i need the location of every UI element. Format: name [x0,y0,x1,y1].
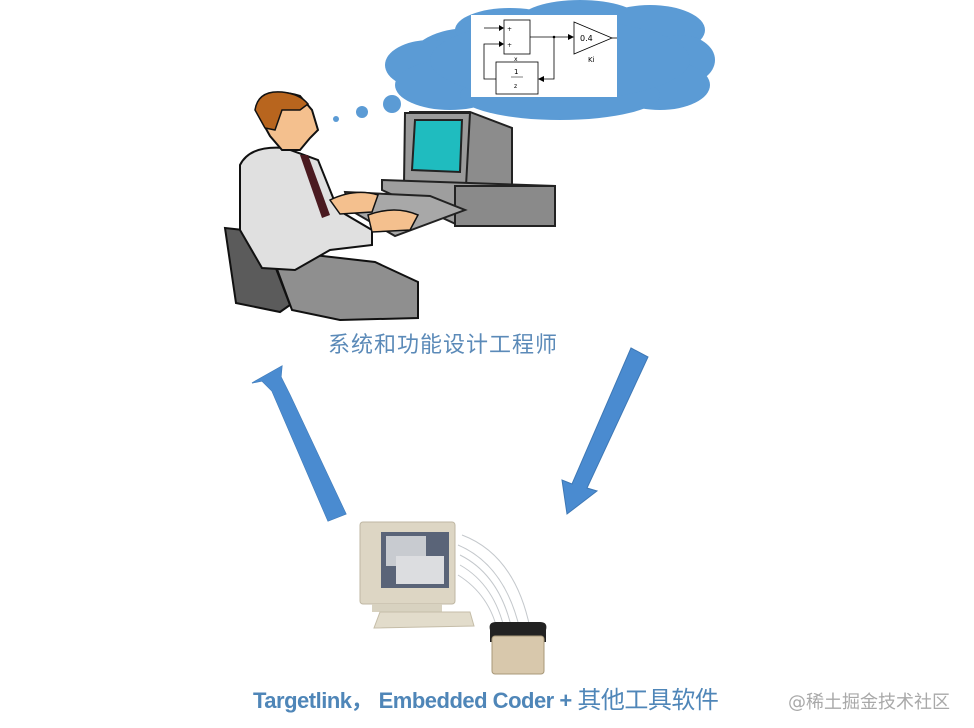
engineer-label: 系统和功能设计工程师 [328,333,559,358]
delay-numerator: 1 [514,68,518,76]
ecu-hardware-icon [489,622,547,675]
gain-label: Ki [588,56,595,64]
tools-label-latin: Targetlink， Embedded Coder + [253,688,578,713]
delay-denominator: z [514,83,517,90]
watermark: @稀土掘金技术社区 [788,692,950,713]
block-diagram [471,15,617,97]
sum-label: x [514,56,518,63]
engineer-figure-icon [223,91,420,322]
thought-bubble-medium [356,106,368,118]
sum-plus-2: + [507,42,512,49]
tools-label: Targetlink， Embedded Coder + 其他工具软件 [253,680,719,715]
thought-bubble-small [333,116,339,122]
tools-label-cjk: 其他工具软件 [577,686,719,714]
thought-bubble-large [383,95,401,113]
arrow-to-tools [561,347,649,515]
target-computer-icon [359,521,475,629]
gain-value: 0.4 [580,34,593,43]
arrow-to-engineer [251,365,347,522]
sum-plus-1: + [507,26,512,33]
